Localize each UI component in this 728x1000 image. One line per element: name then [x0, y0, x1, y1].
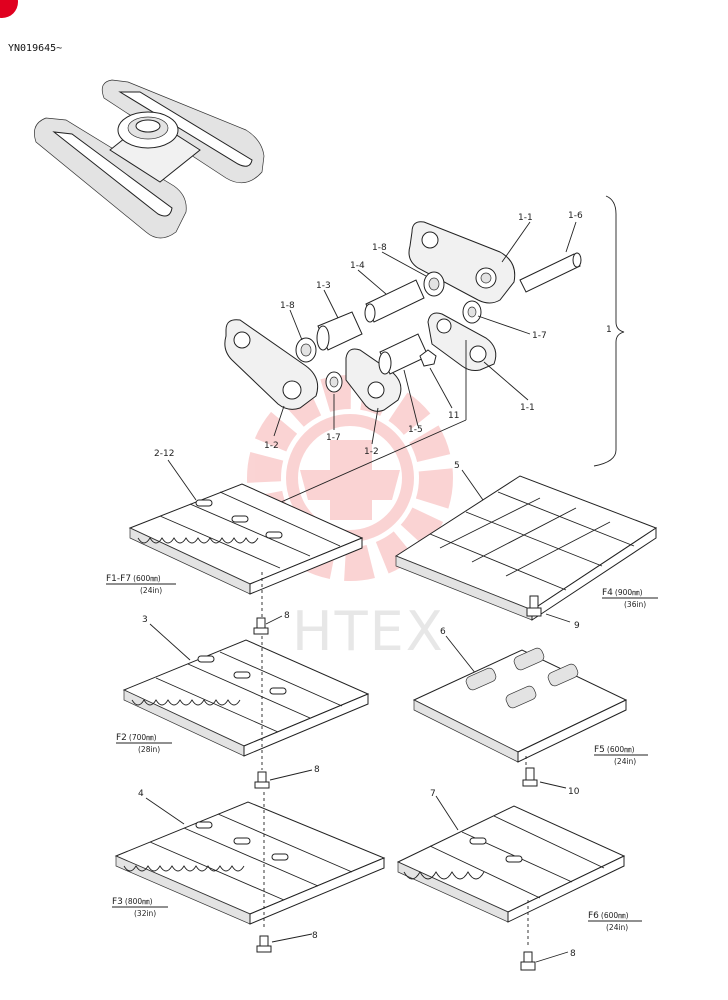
callout-1-7-lower: 1-7 — [326, 433, 341, 443]
track-shoe-f1-f7-illustration — [128, 483, 364, 620]
callout-1-5: 1-5 — [408, 425, 423, 435]
bolt-8-lower-right-icon — [520, 951, 536, 971]
svg-text:F4(900㎜): F4(900㎜) — [602, 588, 643, 598]
callout-8-lower-right: 8 — [570, 949, 576, 959]
caption-f5-width: (600㎜) — [607, 745, 635, 754]
callout-3: 3 — [142, 615, 148, 625]
svg-text:F6(600㎜): F6(600㎜) — [588, 911, 629, 921]
callout-1-6: 1-6 — [568, 211, 583, 221]
callout-10: 10 — [568, 787, 580, 797]
callout-2-12: 2-12 — [154, 449, 174, 459]
serial-range: YN019645~ — [8, 43, 62, 54]
track-shoe-f6-illustration — [396, 805, 626, 946]
callout-1-3: 1-3 — [316, 281, 331, 291]
caption-f1-f7-main: F1-F7 — [106, 574, 131, 584]
crawler-undercarriage-illustration — [34, 79, 265, 239]
track-link-assembly — [224, 221, 582, 412]
callout-4: 4 — [138, 789, 144, 799]
callout-labels: 1-1 1-6 1-8 1-4 1-3 1-8 1-7 1 1-2 1-7 1-… — [138, 211, 612, 959]
callout-8-middle: 8 — [314, 765, 320, 775]
caption-f6-main: F6 — [588, 911, 599, 921]
bolt-8-lower-left-icon — [256, 935, 272, 953]
bolt-8-upper-icon — [253, 617, 269, 635]
callout-1-1-upper: 1-1 — [518, 213, 533, 223]
bolt-8-middle-icon — [254, 771, 270, 789]
callout-1-4: 1-4 — [350, 261, 365, 271]
track-shoe-f4-illustration — [394, 475, 658, 621]
caption-f2-width: (700㎜) — [129, 733, 157, 742]
track-shoe-f3-illustration — [114, 792, 386, 930]
caption-f2-main: F2 — [116, 733, 127, 743]
caption-f6: F6(600㎜) (24in) — [588, 911, 642, 932]
callout-1-assembly: 1 — [606, 325, 612, 335]
caption-f4-width: (900㎜) — [615, 588, 643, 597]
svg-text:F1-F7(600㎜): F1-F7(600㎜) — [106, 574, 161, 584]
caption-f6-inch: (24in) — [606, 923, 628, 932]
track-shoe-f5-illustration — [412, 647, 628, 770]
caption-f3-main: F3 — [112, 897, 123, 907]
caption-f1-f7: F1-F7(600㎜) (24in) — [106, 574, 176, 595]
bolt-10-icon — [522, 767, 538, 787]
callout-9: 9 — [574, 621, 580, 631]
caption-f1-f7-width: (600㎜) — [133, 574, 161, 583]
svg-text:F5(600㎜): F5(600㎜) — [594, 745, 635, 755]
caption-f5: F5(600㎜) (24in) — [594, 745, 648, 766]
caption-f3-inch: (32in) — [134, 909, 156, 918]
svg-text:F3(800㎜): F3(800㎜) — [112, 897, 153, 907]
caption-f5-inch: (24in) — [614, 757, 636, 766]
assembly-bracket — [593, 195, 625, 467]
watermark-gear-logo-icon — [247, 375, 453, 581]
callout-8-upper: 8 — [284, 611, 290, 621]
callout-1-7-right: 1-7 — [532, 331, 547, 341]
caption-f5-main: F5 — [594, 745, 605, 755]
caption-f1-f7-inch: (24in) — [140, 586, 162, 595]
caption-f2-inch: (28in) — [138, 745, 160, 754]
track-shoe-f2-illustration — [122, 636, 370, 770]
callout-5: 5 — [454, 461, 460, 471]
caption-f3: F3(800㎜) (32in) — [112, 897, 168, 918]
callout-1-2-left: 1-2 — [264, 441, 279, 451]
svg-text:F2(700㎜): F2(700㎜) — [116, 733, 157, 743]
caption-f4-inch: (36in) — [624, 600, 646, 609]
watermark-text: HTEX — [292, 600, 445, 663]
corner-badge-icon — [0, 0, 18, 18]
leader-lines — [145, 221, 577, 963]
callout-1-1-lower: 1-1 — [520, 403, 535, 413]
caption-f4-main: F4 — [602, 588, 613, 598]
callout-1-8-left: 1-8 — [280, 301, 295, 311]
callout-1-2-center: 1-2 — [364, 447, 379, 457]
callout-6: 6 — [440, 627, 446, 637]
callout-11: 11 — [448, 411, 459, 421]
callout-7: 7 — [430, 789, 436, 799]
caption-f6-width: (600㎜) — [601, 911, 629, 920]
caption-f3-width: (800㎜) — [125, 897, 153, 906]
callout-8-lower-left: 8 — [312, 931, 318, 941]
caption-f4: F4(900㎜) (36in) — [602, 588, 658, 609]
caption-f2: F2(700㎜) (28in) — [116, 733, 172, 754]
callout-1-8-upper: 1-8 — [372, 243, 387, 253]
bolt-9-icon — [526, 595, 542, 617]
